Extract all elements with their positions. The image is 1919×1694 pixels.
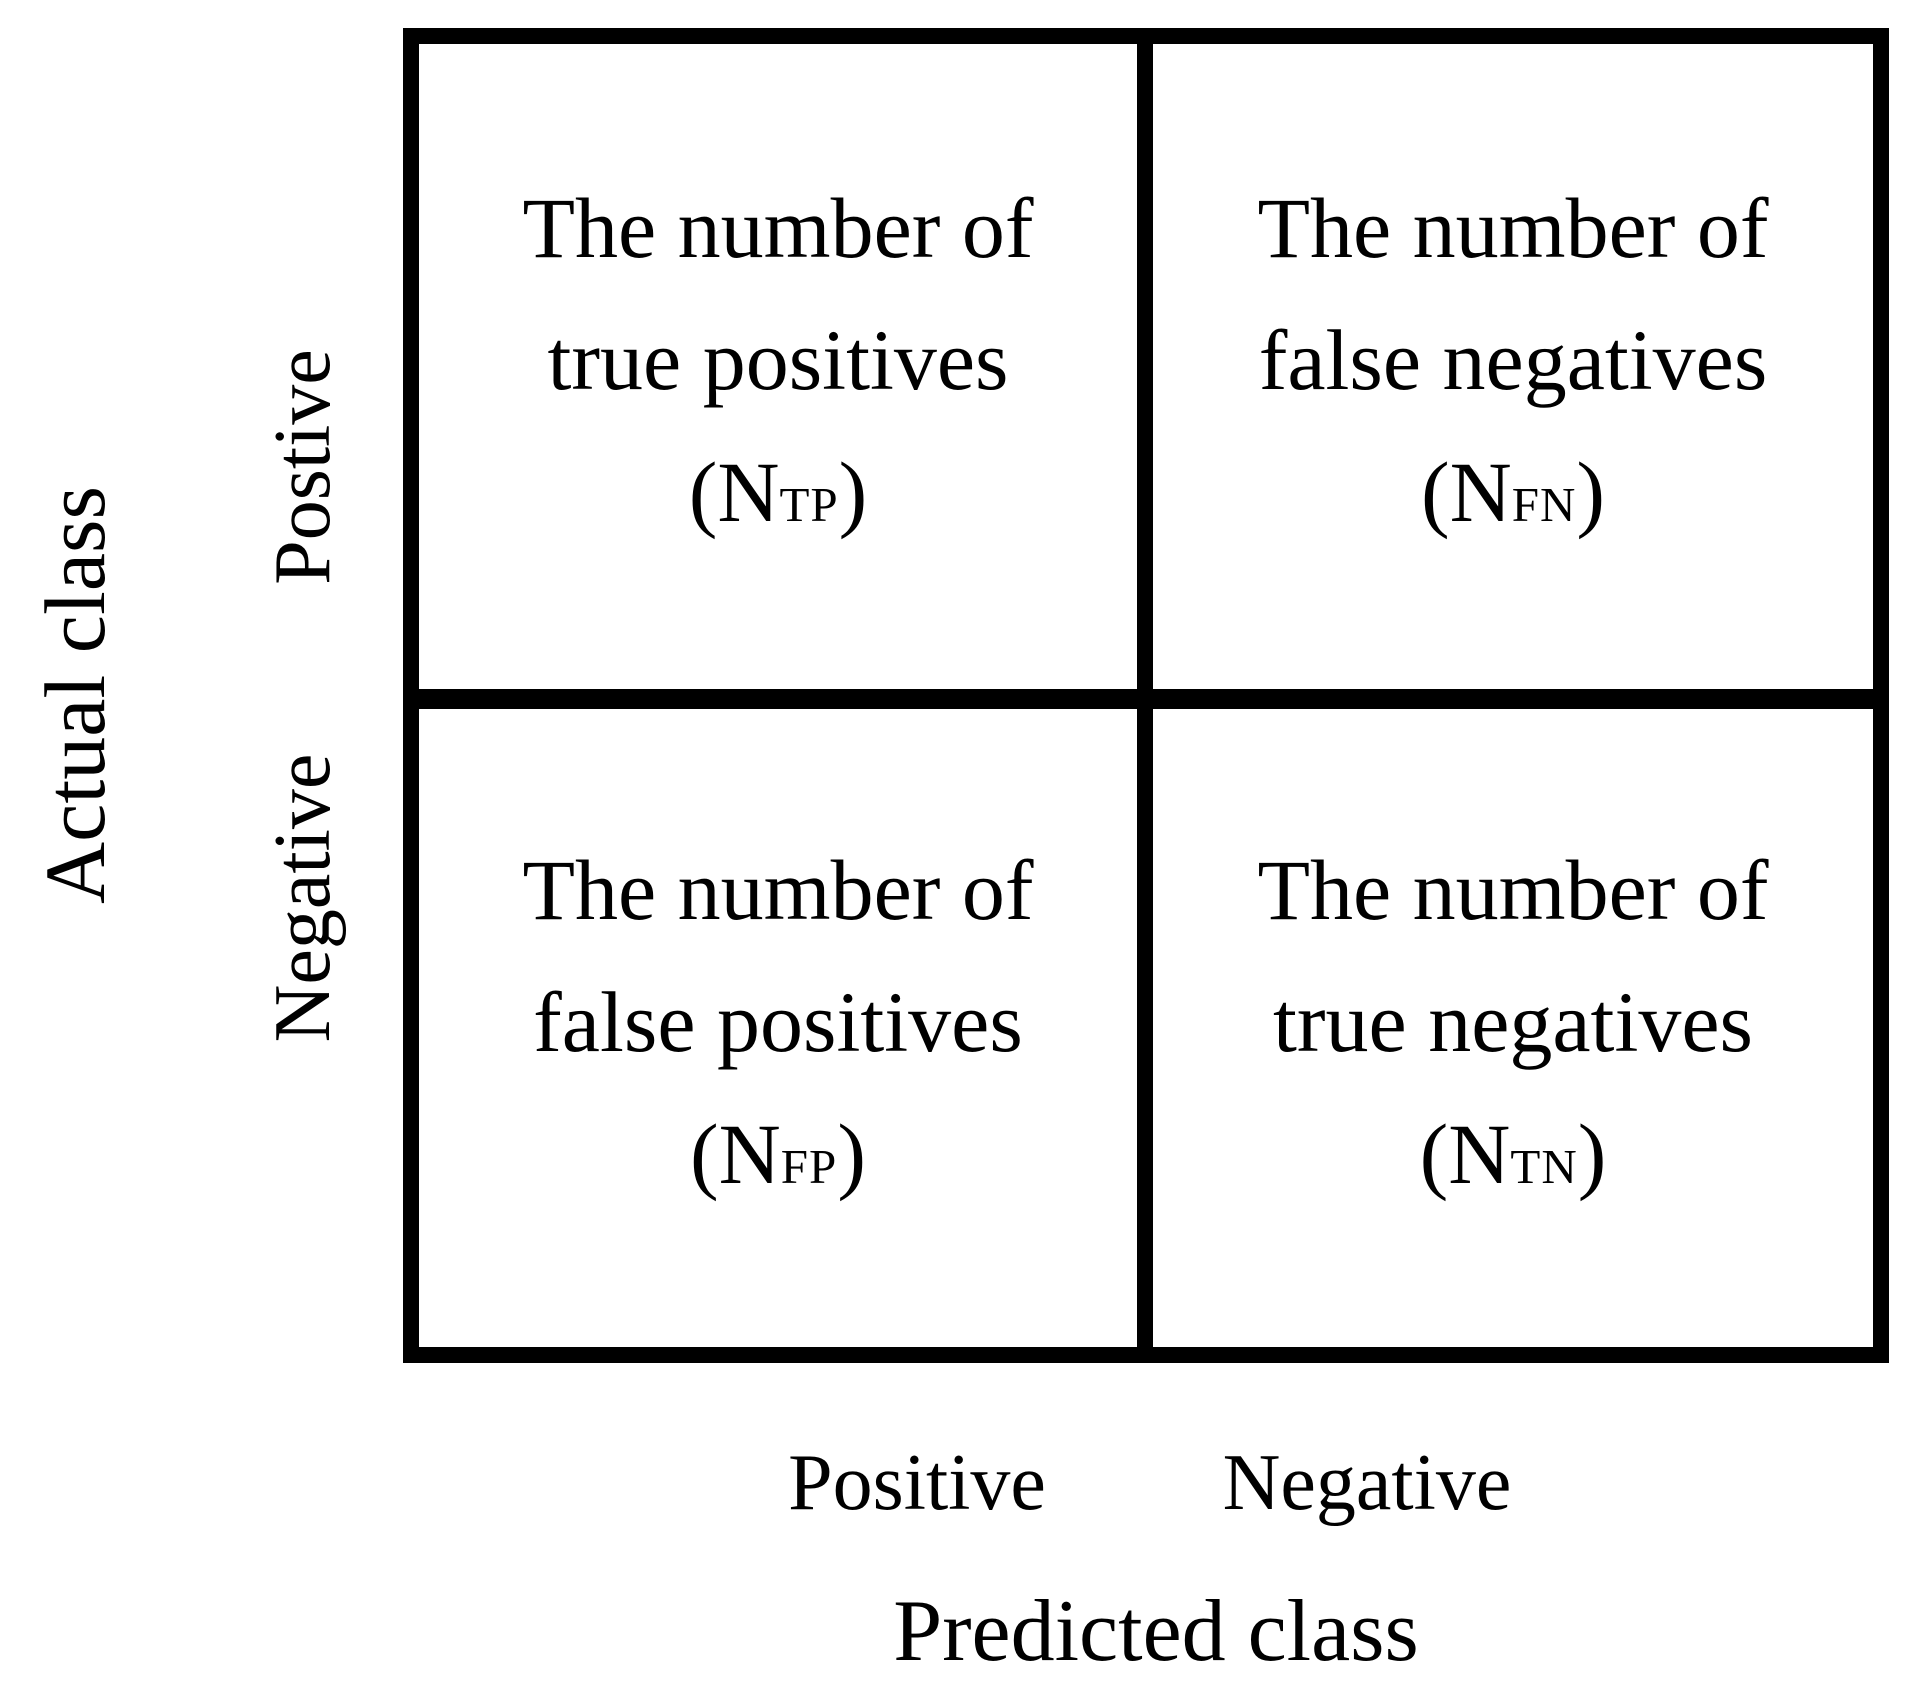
cell-true-positives-line1: The number of	[522, 180, 1034, 276]
cell-true-negatives-line2: true negatives	[1273, 973, 1753, 1070]
symbol-suffix: )	[838, 444, 868, 540]
cell-true-negatives-symbol: (NTN)	[1420, 1088, 1607, 1233]
symbol-subscript: TP	[779, 477, 839, 532]
cell-false-negatives: The number of false negatives (NFN)	[1153, 44, 1873, 689]
row-label-negative: Negative	[259, 753, 347, 1043]
horizontal-divider-line	[419, 689, 1873, 709]
symbol-suffix: )	[1577, 1105, 1607, 1202]
symbol-subscript: FP	[780, 1138, 838, 1194]
cell-true-positives: The number of true positives (NTP)	[419, 44, 1137, 689]
cell-false-negatives-symbol: (NFN)	[1421, 426, 1605, 571]
cell-true-negatives-line1: The number of	[1257, 841, 1769, 938]
cell-false-positives-line1: The number of	[522, 841, 1034, 938]
cell-false-positives-line2: false positives	[533, 973, 1023, 1070]
row-label-positive: Postive	[259, 349, 347, 585]
symbol-prefix: (N	[1420, 444, 1512, 540]
symbol-prefix: (N	[688, 444, 780, 540]
cell-true-positives-symbol: (NTP)	[689, 426, 868, 571]
cell-false-positives: The number of false positives (NFP)	[419, 709, 1137, 1347]
symbol-suffix: )	[1576, 444, 1606, 540]
symbol-suffix: )	[837, 1105, 866, 1202]
confusion-matrix-grid: The number of true positives (NTP) The n…	[403, 28, 1889, 1363]
cell-true-positives-line2: true positives	[547, 312, 1009, 408]
symbol-prefix: (N	[690, 1105, 781, 1202]
symbol-prefix: (N	[1419, 1105, 1511, 1202]
cell-true-negatives: The number of true negatives (NTN)	[1153, 709, 1873, 1347]
cell-false-negatives-line1: The number of	[1257, 180, 1769, 276]
cell-false-negatives-line2: false negatives	[1258, 312, 1768, 408]
symbol-subscript: TN	[1510, 1138, 1578, 1194]
x-axis-title-predicted-class: Predicted class	[893, 1583, 1419, 1680]
col-label-positive: Positive	[788, 1439, 1046, 1527]
symbol-subscript: FN	[1511, 477, 1577, 532]
col-label-negative: Negative	[1222, 1439, 1512, 1527]
y-axis-title-actual-class: Actual class	[27, 486, 123, 904]
cell-false-positives-symbol: (NFP)	[690, 1088, 866, 1233]
